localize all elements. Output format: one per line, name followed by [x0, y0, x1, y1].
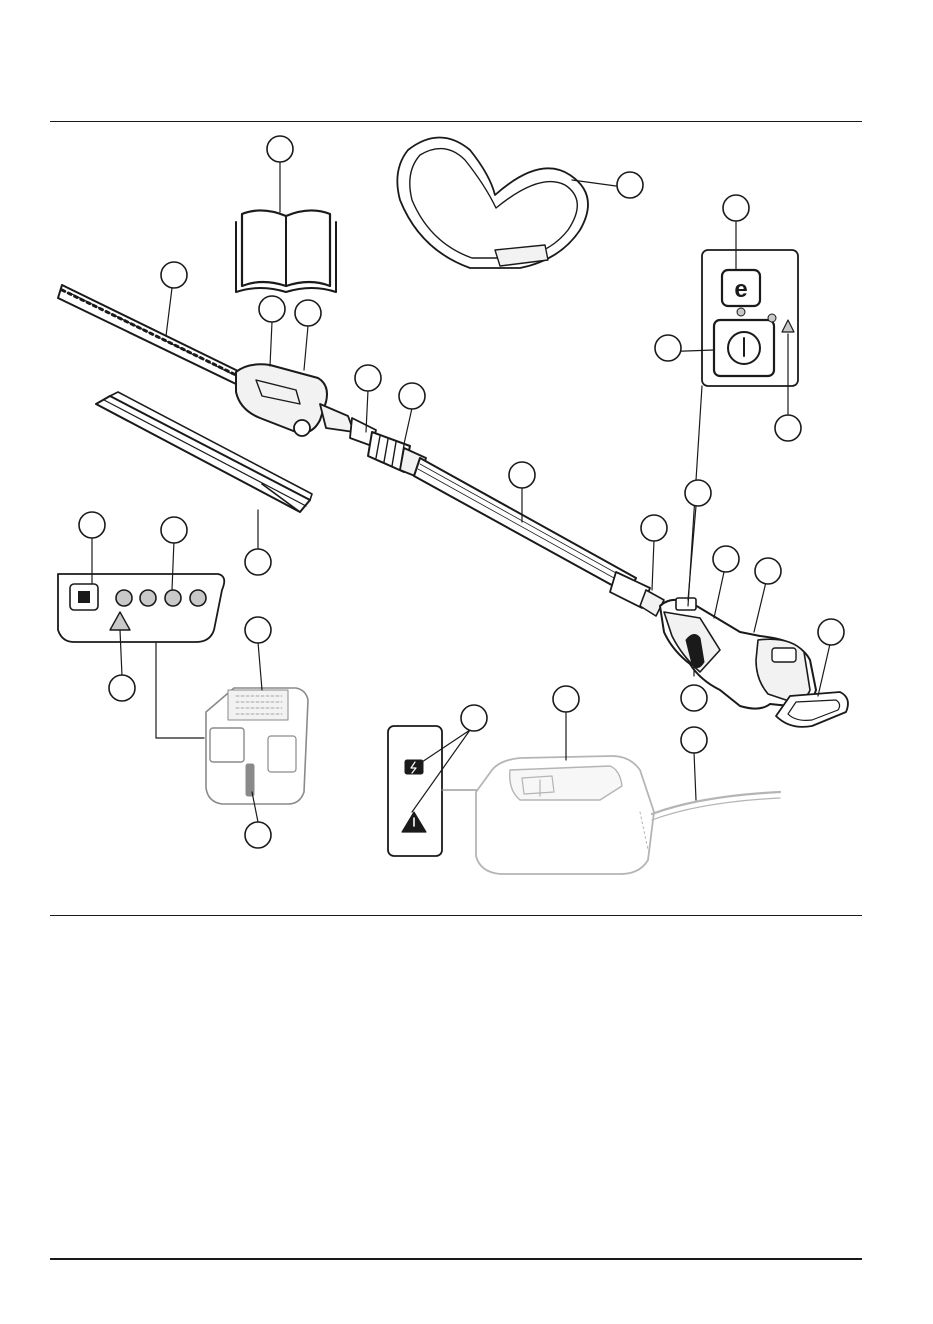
charger-indicator-closeup [388, 726, 480, 856]
battery-indicator-closeup [58, 574, 224, 738]
telescopic-shaft [414, 458, 664, 616]
callout-bubble [713, 546, 739, 572]
callout-bubble [755, 558, 781, 584]
callout-bubble [259, 296, 285, 322]
callout-bubble [245, 549, 271, 575]
callout-bubble [509, 462, 535, 488]
callout-bubble [267, 136, 293, 162]
callout-bubble [775, 415, 801, 441]
callout-bubble [641, 515, 667, 541]
battery-pack [206, 688, 308, 804]
callout-bubble [295, 300, 321, 326]
callout-bubble [245, 617, 271, 643]
callout-bubble [161, 517, 187, 543]
battery-charger [476, 756, 780, 874]
harness-icon [397, 138, 588, 269]
callout-bubble [245, 822, 271, 848]
callout-bubble [685, 480, 711, 506]
callout-bubble [109, 675, 135, 701]
callout-bubble [161, 262, 187, 288]
callout-bubble [681, 685, 707, 711]
callout-bubble [655, 335, 681, 361]
callout-bubble [399, 383, 425, 409]
callout-bubble [79, 512, 105, 538]
callout-bubble [461, 705, 487, 731]
cutting-blade [58, 285, 240, 384]
callout-bubble [818, 619, 844, 645]
callout-bubble [617, 172, 643, 198]
operator-manual-icon [236, 210, 336, 292]
callout-bubble [681, 727, 707, 753]
svg-text:e: e [734, 276, 747, 303]
callout-bubble [723, 195, 749, 221]
callout-bubble [553, 686, 579, 712]
callout-bubble [355, 365, 381, 391]
battery-charging-icon [405, 760, 423, 774]
